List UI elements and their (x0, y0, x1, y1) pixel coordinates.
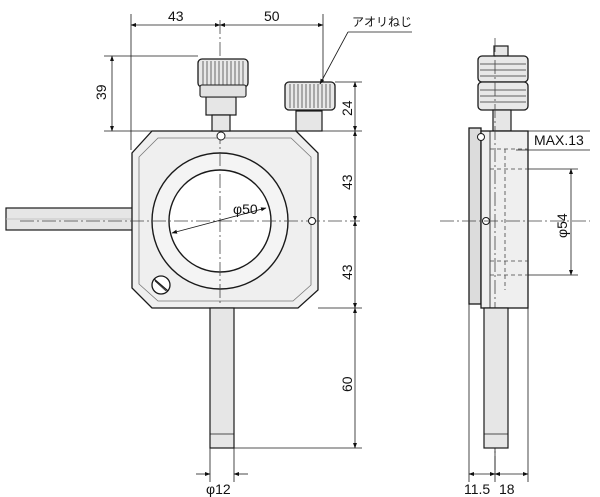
post-rod (209, 307, 235, 449)
lock-screw-icon (151, 275, 171, 295)
dim-top-right: 50 (264, 8, 280, 24)
side-dimensions: MAX.13 φ54 11.5 18 (464, 130, 590, 497)
tilt-screw-callout: アオリねじ (319, 15, 412, 85)
side-post-rod (483, 307, 509, 449)
dim-screw-offset: 24 (339, 100, 355, 116)
side-front-plate (468, 127, 482, 305)
dim-lower-half: 43 (339, 264, 355, 280)
dim-side-bottom-right: 18 (499, 481, 515, 497)
dim-side-bottom-left: 11.5 (464, 481, 490, 497)
aperture-label: φ50 (233, 201, 258, 217)
front-dimensions: 43 50 39 24 43 43 60 φ12 (93, 8, 362, 497)
dim-top-left: 43 (168, 8, 184, 24)
dim-knob-height: 39 (93, 84, 109, 100)
top-knob (197, 58, 249, 132)
horizontal-rod (5, 207, 135, 231)
aperture-leader (171, 207, 267, 234)
front-view: φ50 (5, 20, 360, 449)
dim-side-max: MAX.13 (534, 132, 584, 148)
dim-upper-half: 43 (339, 174, 355, 190)
dim-side-diameter: φ54 (554, 213, 570, 238)
tilt-screw-knob (284, 81, 336, 132)
dim-rod-length: 60 (339, 376, 355, 392)
dim-rod-diameter: φ12 (206, 481, 231, 497)
side-top-knob (477, 45, 529, 132)
callout-label: アオリねじ (352, 15, 412, 29)
side-view (440, 38, 590, 470)
